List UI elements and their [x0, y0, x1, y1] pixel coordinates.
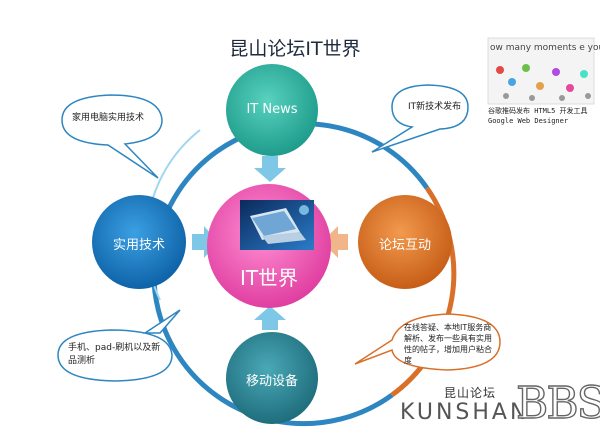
node-right-circle — [358, 195, 452, 289]
bubble-bottom-right-text: 在线答疑、本地IT服务商解析、发布一些具有实用性的帖子，增加用户粘合度 — [404, 323, 492, 365]
bubble-top-right — [371, 84, 469, 153]
arrow-right-left — [322, 226, 348, 258]
node-top-label: IT News — [246, 102, 298, 117]
bubble-top-left — [61, 94, 163, 179]
ad-caption: 谷歌推码发布 HTML5 开发工具 Google Web Designer — [488, 107, 588, 125]
arrow-top-down — [254, 156, 286, 182]
bubble-bottom-left-text: 手机、pad-刷机以及新品测析 — [68, 343, 161, 366]
logo-chinese: 昆山论坛 — [444, 386, 497, 400]
logo-wordmark: KUNSHAN — [400, 400, 530, 425]
node-center-label: IT世界 — [239, 266, 299, 290]
node-bottom-label: 移动设备 — [245, 374, 298, 389]
bubble-top-left-text: 家用电脑实用技术 — [72, 113, 145, 123]
bubble-bottom-left — [57, 309, 181, 382]
logo-bbs: BBS — [515, 377, 600, 429]
laptop-image — [240, 200, 314, 250]
page-title: 昆山论坛IT世界 — [229, 38, 361, 60]
node-left-label: 实用技术 — [112, 238, 165, 253]
ad-thumbnail: ow many moments e you missing? — [487, 37, 600, 105]
arrow-bottom-up — [254, 306, 286, 330]
node-top-circle — [226, 64, 318, 156]
arrow-left-right — [192, 226, 218, 258]
node-bottom-circle — [226, 332, 318, 424]
node-left-circle — [92, 195, 186, 289]
bubble-bottom-right — [354, 313, 501, 371]
bubble-top-right-text: IT新技术发布 — [408, 102, 462, 112]
node-right-label: 论坛互动 — [378, 238, 431, 253]
ad-headline: ow many moments e you missing? — [490, 43, 600, 53]
